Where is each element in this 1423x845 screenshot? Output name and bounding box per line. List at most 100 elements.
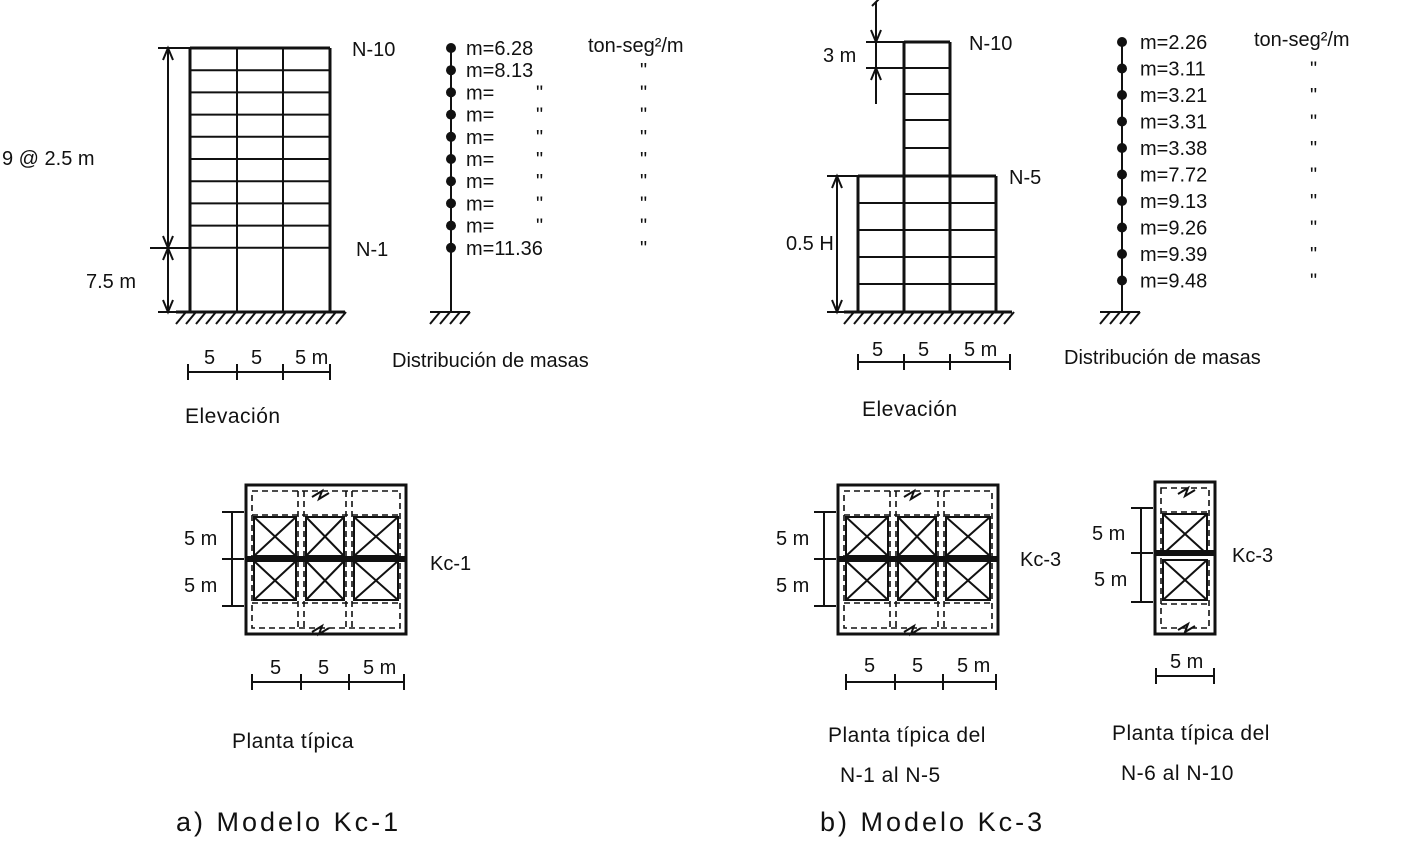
ditto-mark: " (1310, 191, 1317, 213)
lower-height-label: 0.5 H (786, 233, 834, 255)
lumped-mass-dot (1117, 63, 1127, 74)
level-label-n5: N-5 (1009, 167, 1041, 189)
mass-unit-label: ton-seg²/m (1254, 29, 1350, 51)
bay-label: 5 m (964, 339, 997, 361)
break-mark (903, 623, 922, 637)
mass-caption: Distribución de masas (392, 350, 589, 372)
model-b-frame (856, 40, 998, 312)
lumped-mass-dot (1117, 143, 1127, 153)
ditto-mark: " (640, 127, 647, 149)
ditto-mark: " (1310, 59, 1317, 81)
lumped-mass-dot (1117, 169, 1127, 180)
ditto-mark: " (640, 149, 647, 171)
plan-caption: Planta típica del (1112, 722, 1270, 745)
plan-dim-label: 5 m (776, 528, 809, 550)
lower-height-dimension: 0.5 H (786, 173, 858, 315)
mass-label: m=8.13 (466, 60, 533, 82)
mass-label: m=9.26 (1140, 218, 1207, 240)
lumped-mass-dot (1117, 90, 1127, 100)
level-label-n10: N-10 (969, 33, 1012, 55)
ditto-mark: " (536, 216, 543, 238)
bay-label: 5 (864, 655, 875, 677)
lumped-mass-dot (446, 176, 456, 187)
top-story-dimension: 3 m (823, 0, 904, 104)
lumped-mass-dot (1117, 116, 1127, 127)
lumped-mass-dot (446, 242, 456, 253)
bay-label: 5 (204, 347, 215, 369)
ditto-mark: " (1310, 165, 1317, 187)
plan-bay-dimension: 5 m (1155, 651, 1215, 684)
ditto-mark: " (536, 105, 543, 127)
plan-bay-dimension: 5 5 5 m (251, 657, 405, 690)
model-a-plan: 5 m 5 m Kc-1 5 5 5 m Planta típica (184, 483, 471, 753)
mass-label: m=6.28 (466, 38, 533, 60)
bay-label: 5 m (295, 347, 328, 369)
ditto-mark: " (536, 149, 543, 171)
mass-label: m=9.13 (1140, 191, 1207, 213)
ditto-mark: " (1310, 112, 1317, 134)
lumped-mass-dot (446, 87, 456, 98)
model-a-height-dimension (150, 45, 190, 315)
story-height-label: 9 @ 2.5 m (2, 148, 95, 170)
stiffness-label: Kc-3 (1232, 545, 1273, 567)
bay-label: 5 (318, 657, 329, 679)
break-mark (1177, 485, 1196, 499)
model-b-mass-distribution: m=2.26m=3.11"m=3.21"m=3.31"m=3.38"m=7.72… (1064, 29, 1350, 369)
mass-label: m= (466, 127, 494, 149)
mass-unit-label: ton-seg²/m (588, 35, 684, 57)
mass-caption: Distribución de masas (1064, 347, 1261, 369)
mass-label: m=3.11 (1140, 59, 1206, 81)
ditto-mark: " (1310, 218, 1317, 240)
mass-label: m=7.72 (1140, 165, 1207, 187)
mass-label: m=3.21 (1140, 85, 1207, 107)
break-mark (903, 488, 922, 502)
lumped-mass-dot (1117, 196, 1127, 206)
elevation-caption: Elevación (862, 398, 958, 421)
plan-caption-range: N-1 al N-5 (840, 764, 941, 787)
model-b-plan-lower: 5 m 5 m Kc-3 5 5 5 m Planta típica del N… (776, 483, 1061, 787)
break-mark (311, 488, 330, 502)
mass-label: m= (466, 216, 494, 238)
break-mark (311, 623, 330, 637)
mass-label: m= (466, 171, 494, 193)
plan-caption: Planta típica (232, 730, 354, 753)
lumped-mass-dot (446, 131, 456, 142)
ditto-mark: " (1310, 138, 1317, 160)
lumped-mass-dot (446, 109, 456, 120)
ditto-mark: " (536, 171, 543, 193)
plan-dim-label: 5 m (184, 528, 217, 550)
lumped-mass-dot (446, 43, 456, 53)
ditto-mark: " (640, 105, 647, 127)
mass-label: m= (466, 82, 494, 104)
mass-label: m=3.31 (1140, 112, 1207, 134)
plan-depth-dimension: 5 m 5 m (776, 511, 836, 607)
bay-label: 5 m (363, 657, 396, 679)
lumped-mass-dot (1117, 249, 1127, 259)
ditto-mark: " (640, 238, 647, 260)
break-mark (1177, 621, 1196, 635)
model-a-title: a) Modelo Kc-1 (176, 807, 401, 837)
lumped-mass-dot (1117, 37, 1127, 47)
plan-caption: Planta típica del (828, 724, 986, 747)
plan-dim-label: 5 m (1092, 523, 1125, 545)
bay-label: 5 m (1170, 651, 1203, 673)
ditto-mark: " (536, 82, 543, 104)
ditto-mark: " (640, 60, 647, 82)
mass-label: m=9.39 (1140, 244, 1207, 266)
ditto-mark: " (536, 193, 543, 215)
mass-label: m=11.36 (466, 238, 543, 260)
mass-label: m= (466, 149, 494, 171)
bay-label: 5 (872, 339, 883, 361)
level-label-n10: N-10 (352, 39, 395, 61)
plan-bay-dimension: 5 5 5 m (845, 655, 997, 690)
bay-dimension: 5 5 5 m (187, 347, 331, 380)
lumped-mass-dot (446, 154, 456, 164)
plan-dim-label: 5 m (184, 575, 217, 597)
model-a-elevation: 9 @ 2.5 m 7.5 m N-10 N-1 5 5 5 m Elevaci… (2, 39, 395, 428)
ditto-mark: " (1310, 271, 1317, 293)
bay-label: 5 (270, 657, 281, 679)
plan-depth-dimension: 5 m 5 m (184, 511, 244, 607)
level-label-n1: N-1 (356, 239, 388, 261)
ground-story-label: 7.5 m (86, 271, 136, 293)
